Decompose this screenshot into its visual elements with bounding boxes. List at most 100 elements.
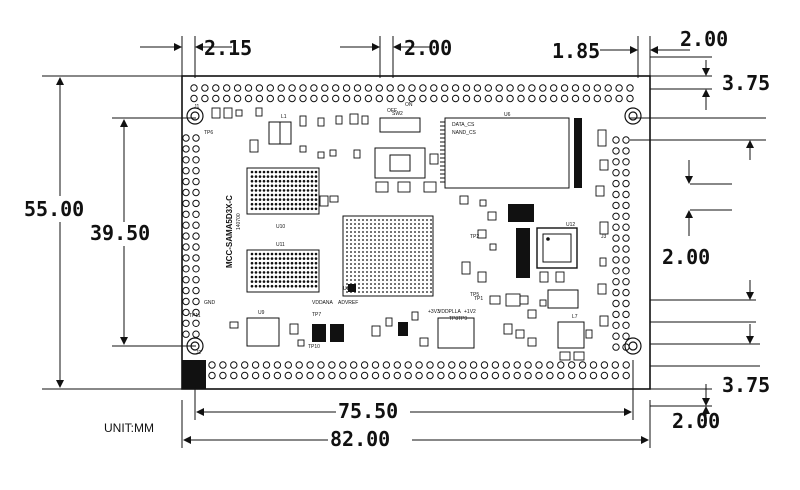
ball [394,227,396,229]
ball [366,291,368,293]
smd-part [235,109,243,117]
ball [410,279,412,281]
ball [286,280,290,283]
ball [274,252,278,256]
smd-part [255,107,263,117]
ball [286,266,290,270]
pin [578,361,587,369]
smd-part [361,115,369,125]
ball [362,239,364,241]
ball [350,235,352,237]
ball [262,175,266,178]
ball [406,271,408,273]
board-label: VDDPLLA [438,309,461,315]
ball [258,193,262,197]
ball [278,280,282,283]
ball [346,283,348,285]
pin [612,169,620,177]
ball [354,219,356,221]
ball [406,279,408,281]
ball [310,252,314,256]
ball [350,243,352,245]
ball [290,170,294,174]
ball [390,287,392,289]
pin [182,156,190,164]
ball [286,198,290,201]
ball [314,179,318,183]
smd-part [317,151,325,159]
pin [612,147,620,155]
ball [278,193,282,197]
pin [182,145,190,153]
ball [402,275,404,277]
ball [414,283,416,285]
ball [282,198,286,201]
ball [410,259,412,261]
pin [241,361,249,369]
ball [314,252,318,256]
ball [282,266,286,270]
ball [278,275,282,279]
svg-text:L7: L7 [572,314,578,320]
ball [298,252,302,256]
ball [290,207,294,211]
ball [370,255,372,257]
ball [306,207,310,211]
ball [386,287,388,289]
board-label: TP5 [470,292,479,298]
board-label: TP9 [458,316,467,322]
ball [250,202,254,206]
ball [266,175,270,178]
dim-right-top-margin: 3.75 [722,71,770,95]
svg-text:L1: L1 [281,114,287,120]
ball [294,271,298,274]
ball [374,283,376,285]
ball [418,247,420,249]
ball [374,223,376,225]
dim-width-total: 82.00 [330,427,390,451]
pin [266,84,274,92]
pin-headers [182,84,634,380]
smd-part [299,115,307,127]
ball [314,257,318,260]
ball [418,223,420,225]
smd-part [599,159,609,171]
pin [612,136,620,144]
ball [426,251,428,253]
ball [350,255,352,257]
ball [350,247,352,249]
ball [262,252,266,256]
pin [626,94,634,103]
ball [310,175,314,178]
pin [182,254,190,262]
ball [254,198,258,201]
ball [362,275,364,277]
pin [502,361,510,369]
ball [354,235,356,237]
ball [270,202,274,206]
ball [306,184,310,188]
pin [262,361,271,369]
ball [422,243,424,245]
ball [426,231,428,233]
ball [354,267,356,269]
ball [282,280,286,283]
ball [306,257,310,260]
ball [282,284,286,288]
ball [410,275,412,277]
pin [571,94,580,103]
board-label: ADVREF [338,300,358,306]
ball [426,259,428,261]
pin [589,371,598,380]
ball [254,275,258,279]
ball [362,255,364,257]
ball [266,275,270,279]
pin [284,361,292,369]
smd-part [599,221,609,235]
ball [430,291,432,293]
ball [394,239,396,241]
ball [302,207,306,211]
smd-part [397,181,411,193]
pin [397,94,405,103]
